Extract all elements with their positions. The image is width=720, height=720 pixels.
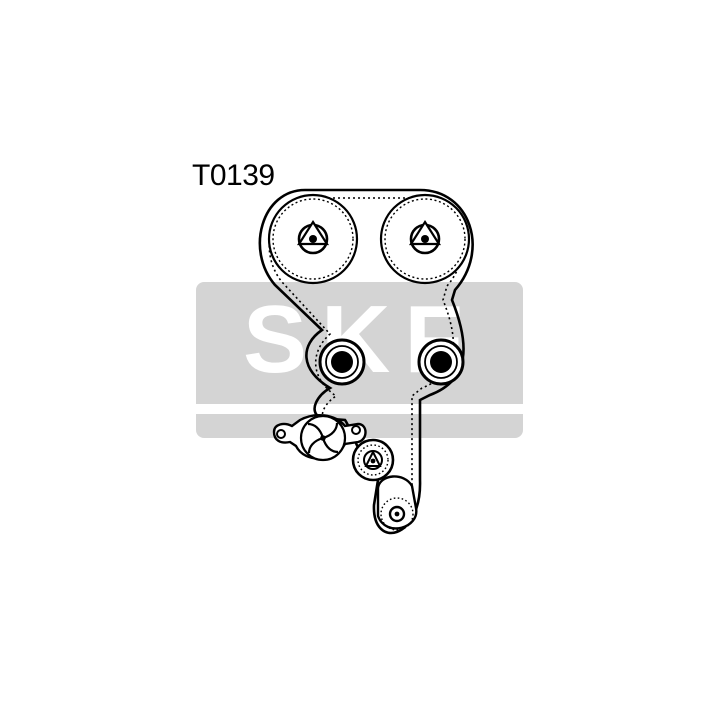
camshaft-pulley-right	[379, 193, 471, 285]
tensioner	[351, 438, 395, 482]
triangle-timing-mark-icon	[296, 219, 330, 246]
idler-roller-left	[318, 338, 366, 386]
part-code-label: T0139	[192, 159, 275, 192]
triangle-timing-mark-icon	[408, 219, 442, 246]
camshaft-pulley-left	[267, 193, 359, 285]
water-pump	[272, 414, 367, 462]
watermark-stripe	[196, 404, 523, 414]
idler-roller-right	[417, 338, 465, 386]
crankshaft-sprocket	[376, 475, 418, 531]
